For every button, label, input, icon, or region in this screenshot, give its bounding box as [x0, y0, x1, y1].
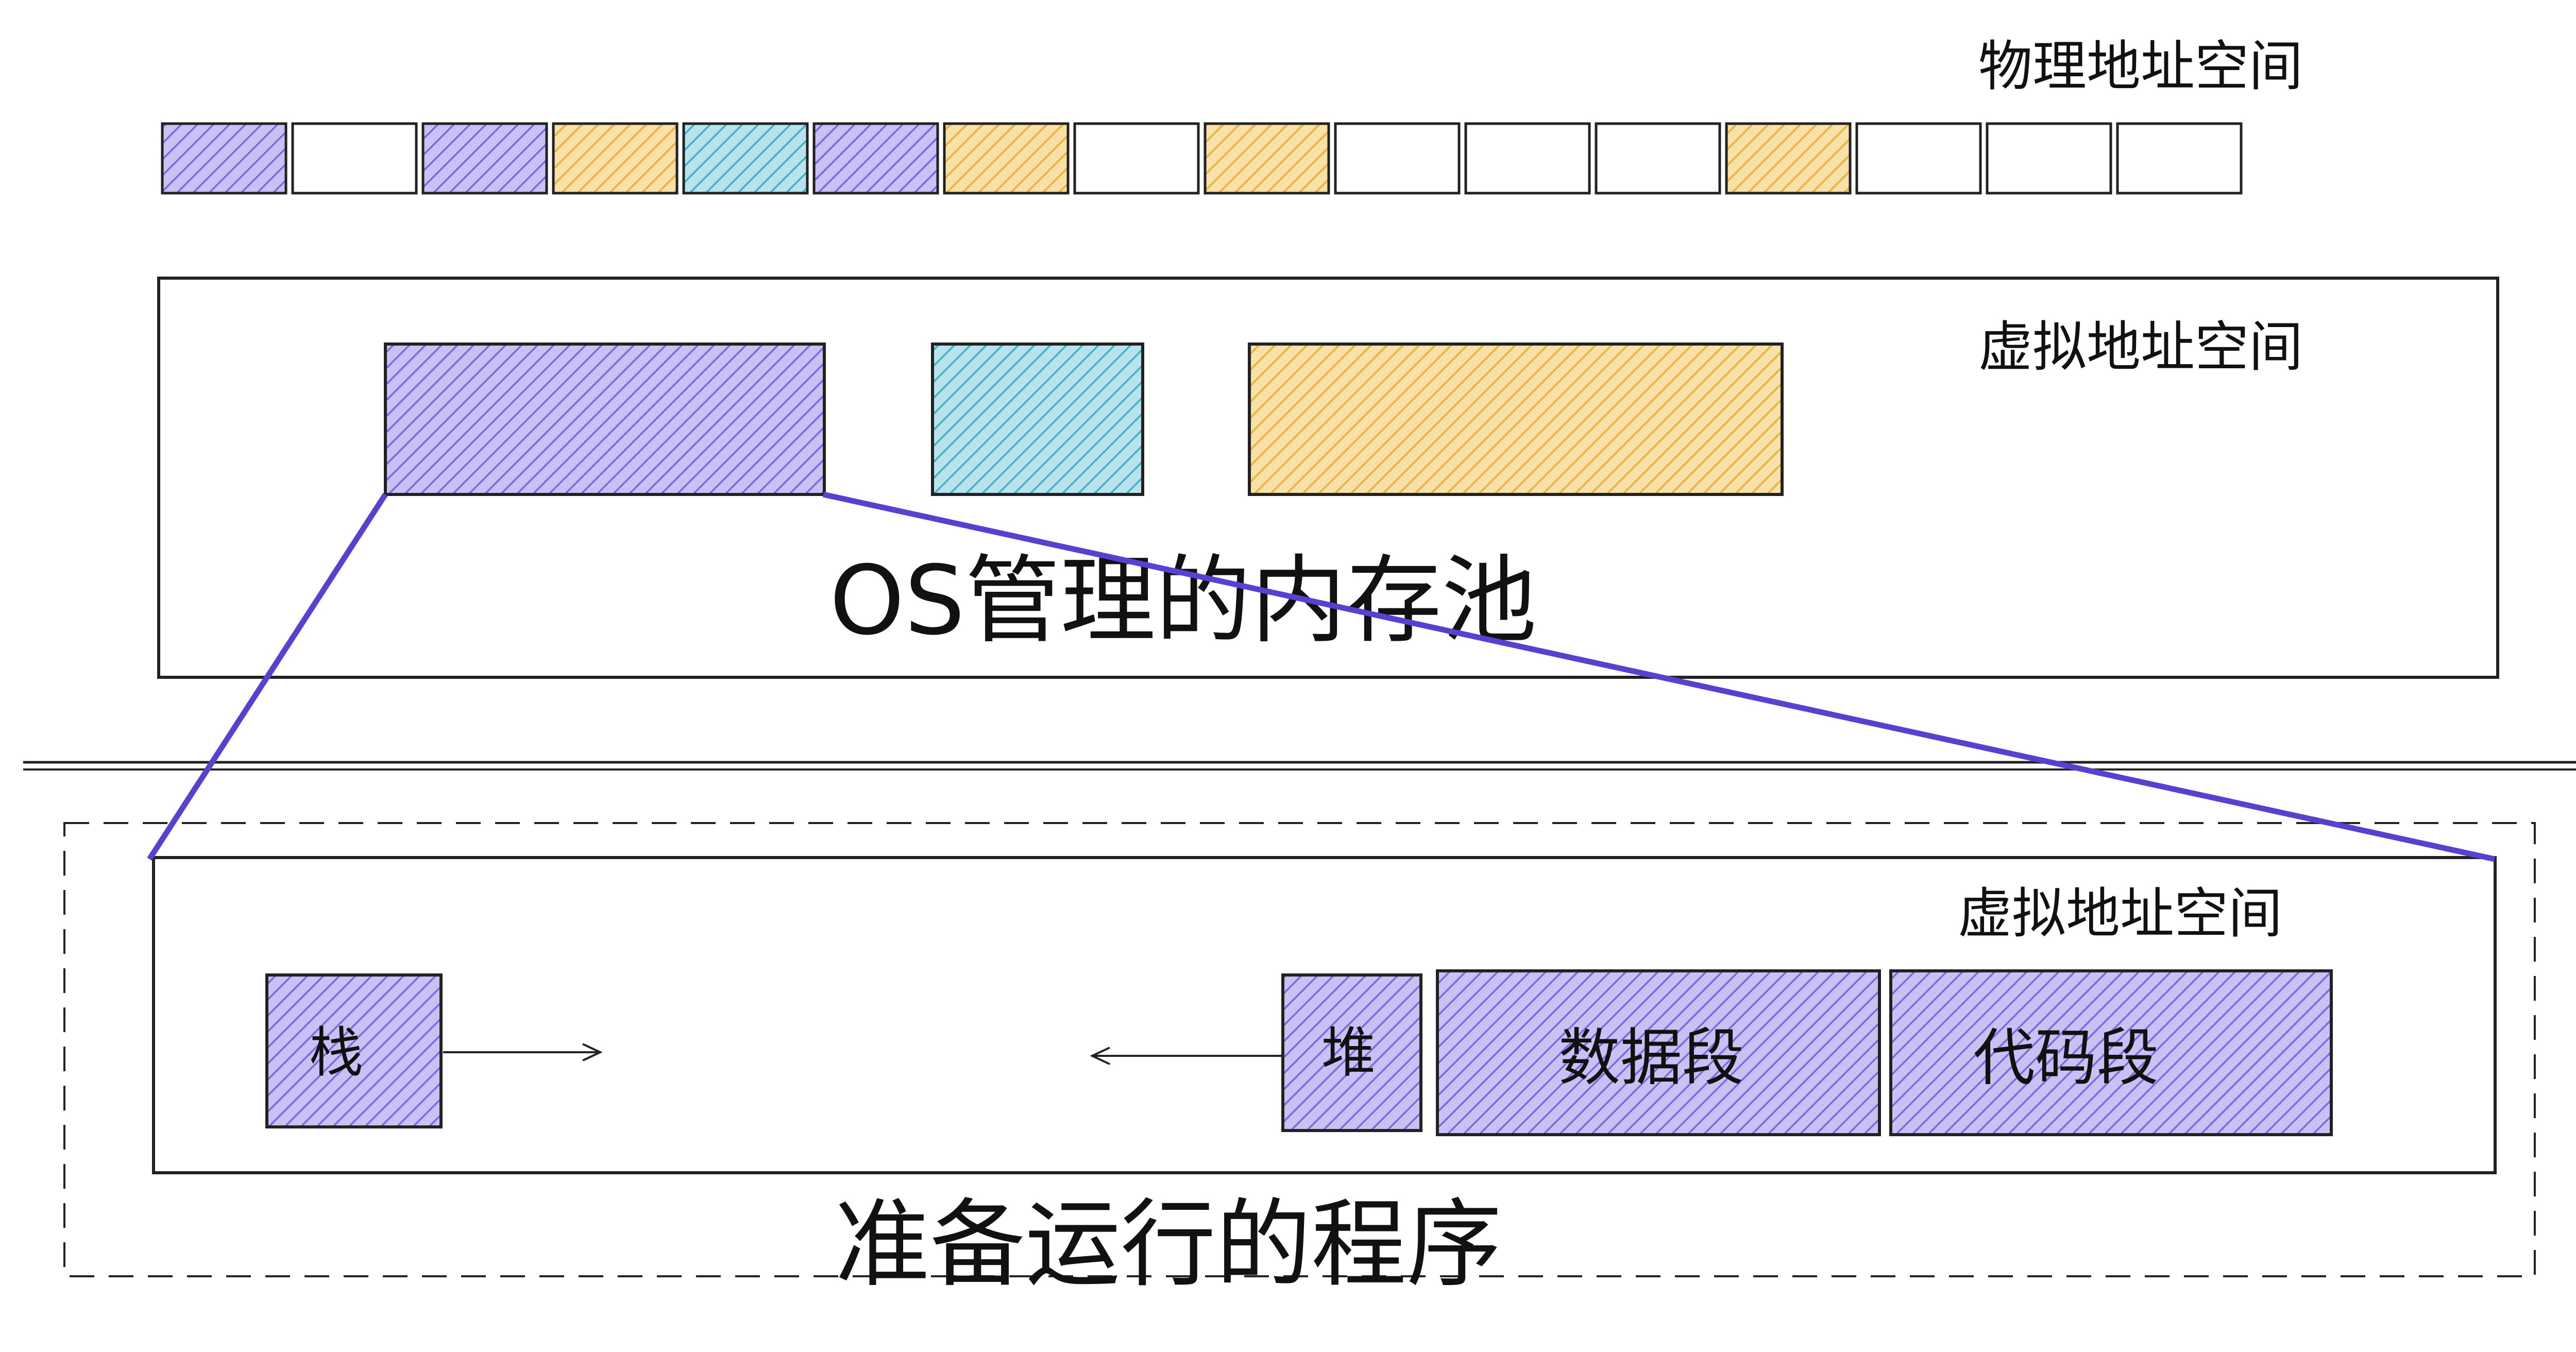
data-segment-label: 数据段: [1558, 1022, 1744, 1094]
heap-segment: [1281, 973, 1422, 1132]
physical-page-purple: [161, 122, 287, 195]
os-virtual-address-space-title: 虚拟地址空间: [1978, 316, 2303, 379]
physical-page-yellow: [1204, 122, 1330, 195]
physical-page-purple: [421, 122, 548, 195]
physical-page-yellow: [943, 122, 1070, 195]
physical-memory-strip: [161, 122, 2243, 195]
physical-page-white: [1855, 122, 1982, 195]
os-yellow-block: [1248, 343, 1784, 496]
data-segment: [1436, 969, 1881, 1136]
program-dashed-frame: [63, 822, 2536, 1277]
os-pool-caption: OS管理的内存池: [829, 545, 1537, 656]
mapping-line-right: [822, 491, 2496, 862]
physical-page-purple: [812, 122, 939, 195]
program-caption: 准备运行的程序: [835, 1189, 1502, 1300]
physical-page-teal: [682, 122, 809, 195]
physical-page-white: [1073, 122, 1200, 195]
physical-page-white: [291, 122, 418, 195]
os-purple-block: [384, 343, 826, 496]
physical-page-yellow: [1725, 122, 1852, 195]
heap-label: 堆: [1321, 1021, 1376, 1084]
physical-page-yellow: [552, 122, 679, 195]
physical-page-white: [1986, 122, 2112, 195]
physical-page-white: [2116, 122, 2243, 195]
stack-label: 栈: [309, 1021, 363, 1084]
physical-page-white: [1334, 122, 1461, 195]
code-segment-label: 代码段: [1973, 1022, 2159, 1094]
stack-segment: [265, 973, 443, 1128]
os-pool-frame: [157, 277, 2499, 679]
mapping-line-left: [147, 493, 388, 861]
physical-address-space-title: 物理地址空间: [1978, 35, 2303, 98]
program-virtual-address-space-title: 虚拟地址空间: [1958, 882, 2282, 945]
code-segment: [1889, 969, 2333, 1136]
physical-page-white: [1464, 122, 1591, 195]
physical-page-white: [1595, 122, 1721, 195]
os-teal-block: [931, 343, 1144, 496]
program-address-space-frame: [152, 856, 2497, 1174]
